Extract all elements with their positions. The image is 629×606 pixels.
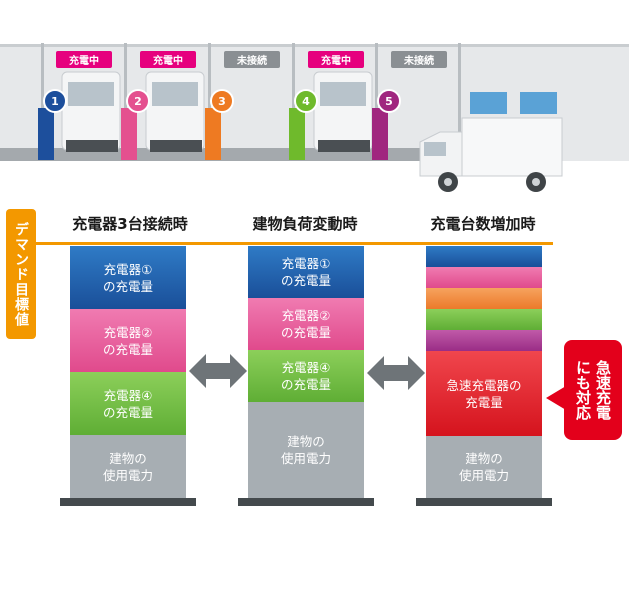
scenario-2-charger-4-segment: 充電器④ の充電量 — [248, 350, 364, 402]
scenario-2-base — [238, 498, 374, 506]
charger-post-4 — [289, 108, 305, 160]
charger-number-2: 2 — [126, 89, 150, 113]
scenario-1-charger-4-segment: 充電器④ の充電量 — [70, 372, 186, 435]
scenario-3-title: 充電台数増加時 — [430, 215, 536, 233]
charger-post-1 — [38, 108, 54, 160]
truck-front-1 — [61, 71, 121, 152]
charger-number-1: 1 — [43, 89, 67, 113]
scenario-3-charger-4-segment — [426, 309, 542, 330]
scenario-3-charger-5-segment — [426, 330, 542, 351]
window — [520, 92, 557, 114]
scenario-3-fast-charger-segment: 急速充電器の 充電量 — [426, 351, 542, 436]
scenario-3-building-segment: 建物の 使用電力 — [426, 436, 542, 498]
double-arrow-icon — [189, 354, 247, 388]
scenario-3-charger-3-segment — [426, 288, 542, 309]
charger-number-4: 4 — [294, 89, 318, 113]
demand-target-line — [36, 242, 553, 245]
truck-side — [419, 117, 563, 192]
charger-number-5: 5 — [377, 89, 401, 113]
bay-5-status-sign: 未接続 — [391, 51, 447, 68]
charger-post-5 — [372, 108, 388, 160]
scenario-1-title: 充電器3台接続時 — [72, 215, 188, 233]
charger-post-2 — [121, 108, 137, 160]
scenario-2-charger-2-segment: 充電器② の充電量 — [248, 298, 364, 350]
scenario-1-charger-2-segment: 充電器② の充電量 — [70, 309, 186, 372]
scenario-1-charger-1-segment: 充電器① の充電量 — [70, 246, 186, 309]
scenario-2-charger-1-segment: 充電器① の充電量 — [248, 246, 364, 298]
callout-pointer — [546, 386, 566, 410]
scenario-1-base — [60, 498, 196, 506]
scenario-2-title: 建物負荷変動時 — [252, 215, 358, 233]
window — [470, 92, 507, 114]
truck-front-2 — [145, 71, 205, 152]
fast-charge-callout: 急速充電 にも対応 — [564, 340, 622, 440]
bay-2-status-sign: 充電中 — [140, 51, 196, 68]
bay-1-status-sign: 充電中 — [56, 51, 112, 68]
scenario-2-building-segment: 建物の 使用電力 — [248, 402, 364, 498]
scenario-1-building-segment: 建物の 使用電力 — [70, 435, 186, 498]
demand-target-label: デマンド目標値 — [6, 209, 36, 339]
scenario-3-charger-1-segment — [426, 246, 542, 267]
scenario-3-charger-2-segment — [426, 267, 542, 288]
double-arrow-icon — [367, 356, 425, 390]
bay-4-status-sign: 充電中 — [308, 51, 364, 68]
charger-number-3: 3 — [210, 89, 234, 113]
bay-3-status-sign: 未接続 — [224, 51, 280, 68]
truck-front-4 — [313, 71, 373, 152]
scenario-3-base — [416, 498, 552, 506]
charger-post-3 — [205, 108, 221, 160]
